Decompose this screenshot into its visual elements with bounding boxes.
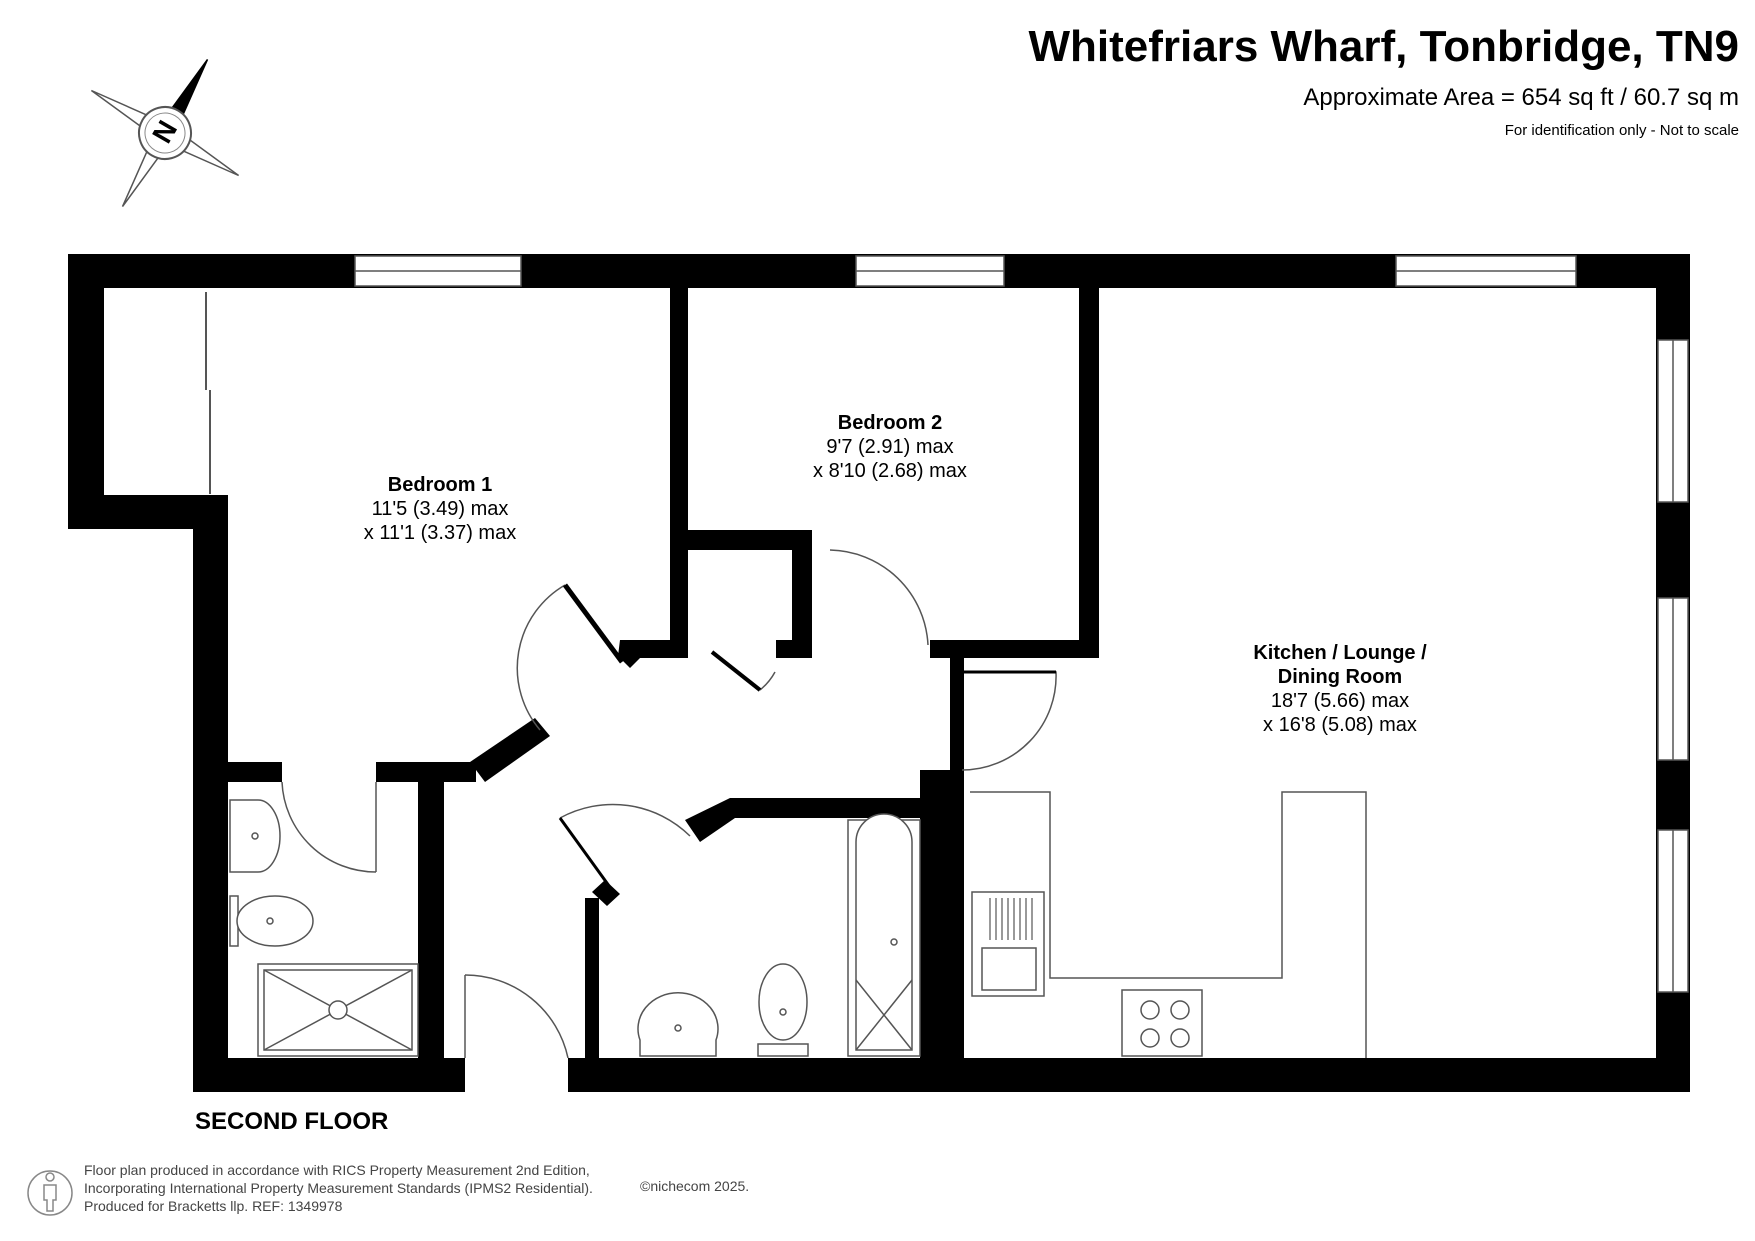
room-dimension: 11'5 (3.49) max: [371, 498, 509, 520]
room-bedroom-1: Bedroom 1 11'5 (3.49) max x 11'1 (3.37) …: [340, 473, 540, 545]
room-dimension: x 8'10 (2.68) max: [813, 460, 967, 482]
room-dimension: 9'7 (2.91) max: [826, 436, 954, 458]
room-bedroom-2: Bedroom 2 9'7 (2.91) max x 8'10 (2.68) m…: [790, 411, 990, 483]
compass-rose-icon: [90, 58, 240, 208]
identification-note: For identification only - Not to scale: [1504, 122, 1739, 139]
room-dimension: x 11'1 (3.37) max: [363, 522, 517, 544]
room-dimension: 18'7 (5.66) max: [1270, 690, 1410, 712]
room-name: Bedroom 1: [387, 474, 493, 496]
person-icon: [27, 1170, 73, 1216]
door-swings: [281, 549, 1057, 1059]
approximate-area: Approximate Area = 654 sq ft / 60.7 sq m: [1303, 84, 1739, 111]
room-dimension: x 16'8 (5.08) max: [1263, 714, 1417, 736]
room-name: Bedroom 2: [837, 412, 943, 434]
wardrobe: [205, 292, 211, 494]
page-title: Whitefriars Wharf, Tonbridge, TN9: [1028, 22, 1739, 71]
copyright-credit: ©nichecom 2025.: [640, 1178, 750, 1194]
room-name: Kitchen / Lounge /: [1253, 642, 1427, 664]
footer-line: Incorporating International Property Mea…: [84, 1180, 593, 1196]
ensuite-fixtures: [229, 799, 419, 1057]
floor-label: SECOND FLOOR: [195, 1108, 389, 1135]
bathroom-fixtures: [637, 813, 921, 1057]
footer-line: Floor plan produced in accordance with R…: [84, 1162, 590, 1178]
room-name: Dining Room: [1277, 666, 1403, 688]
footer-line: Produced for Bracketts llp. REF: 1349978: [84, 1198, 343, 1214]
windows: [354, 255, 1689, 993]
room-kitchen-lounge-dining: Kitchen / Lounge / Dining Room 18'7 (5.6…: [1220, 641, 1460, 737]
kitchen-fittings: [970, 791, 1367, 1058]
